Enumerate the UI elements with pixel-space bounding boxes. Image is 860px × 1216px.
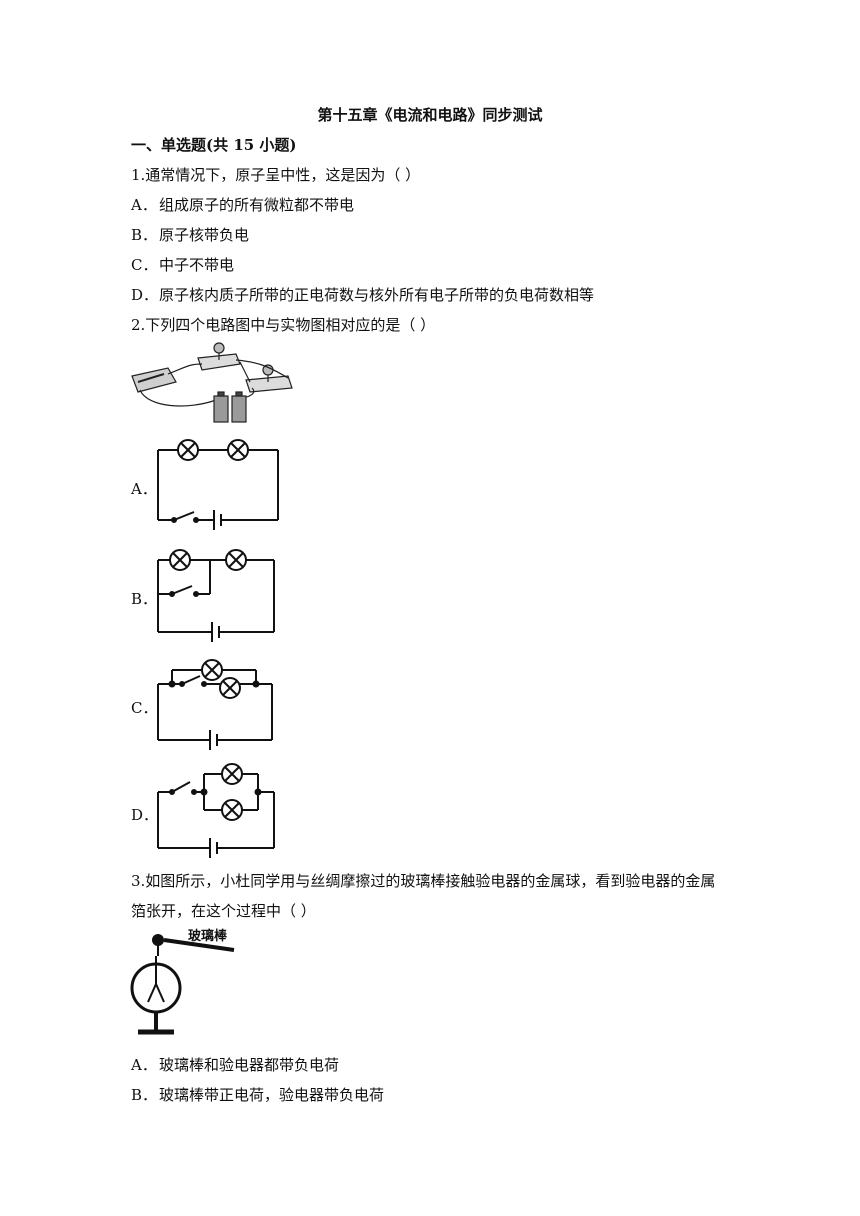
glass-rod-label: 玻璃棒 bbox=[188, 928, 228, 944]
q1-stem: 1.通常情况下，原子呈中性，这是因为（ ） bbox=[131, 166, 421, 184]
option-text: 玻璃棒带正电荷，验电器带负电荷 bbox=[159, 1086, 385, 1104]
electroscope-figure: 玻璃棒 bbox=[130, 928, 235, 1035]
option-letter: A． bbox=[131, 196, 157, 214]
circuit-diagram-d bbox=[157, 763, 275, 858]
q3-option-a: A．玻璃棒和验电器都带负电荷 bbox=[131, 1054, 339, 1075]
q2-label-a: A． bbox=[131, 480, 157, 498]
option-text: 原子核内质子所带的正电荷数与核外所有电子所带的负电荷数相等 bbox=[159, 286, 595, 304]
option-letter: B． bbox=[131, 226, 158, 244]
circuit-diagram-a bbox=[157, 439, 279, 530]
circuit-diagram-c bbox=[157, 659, 273, 750]
q3-option-b: B．玻璃棒带正电荷，验电器带负电荷 bbox=[131, 1084, 384, 1105]
option-text: 玻璃棒和验电器都带负电荷 bbox=[159, 1056, 340, 1074]
option-text: 原子核带负电 bbox=[159, 226, 250, 244]
option-text: 中子不带电 bbox=[159, 256, 235, 274]
option-letter: D． bbox=[131, 286, 159, 304]
option-text: 组成原子的所有微粒都不带电 bbox=[159, 196, 355, 214]
option-letter: B． bbox=[131, 1086, 158, 1104]
option-letter: A． bbox=[131, 1056, 157, 1074]
q1-option-d: D．原子核内质子所带的正电荷数与核外所有电子所带的负电荷数相等 bbox=[131, 284, 594, 305]
q1-option-c: C．中子不带电 bbox=[131, 254, 234, 275]
circuit-diagram-b bbox=[157, 549, 275, 642]
q2-label-d: D． bbox=[131, 806, 159, 824]
q2-stem: 2.下列四个电路图中与实物图相对应的是（ ） bbox=[131, 316, 436, 334]
q3-stem-line2: 箔张开，在这个过程中（ ） bbox=[131, 902, 316, 920]
q1-option-b: B．原子核带负电 bbox=[131, 224, 249, 245]
q2-label-b: B． bbox=[131, 590, 158, 608]
q1-option-a: A．组成原子的所有微粒都不带电 bbox=[131, 194, 354, 215]
section-heading: 一、单选题(共 15 小题) bbox=[131, 136, 297, 154]
q2-label-c: C． bbox=[131, 699, 158, 717]
document-title: 第十五章《电流和电路》同步测试 bbox=[317, 106, 543, 124]
option-letter: C． bbox=[131, 256, 158, 274]
physical-circuit-photo bbox=[131, 342, 293, 423]
q3-stem-line1: 3.如图所示，小杜同学用与丝绸摩擦过的玻璃棒接触验电器的金属球，看到验电器的金属 bbox=[131, 872, 716, 890]
